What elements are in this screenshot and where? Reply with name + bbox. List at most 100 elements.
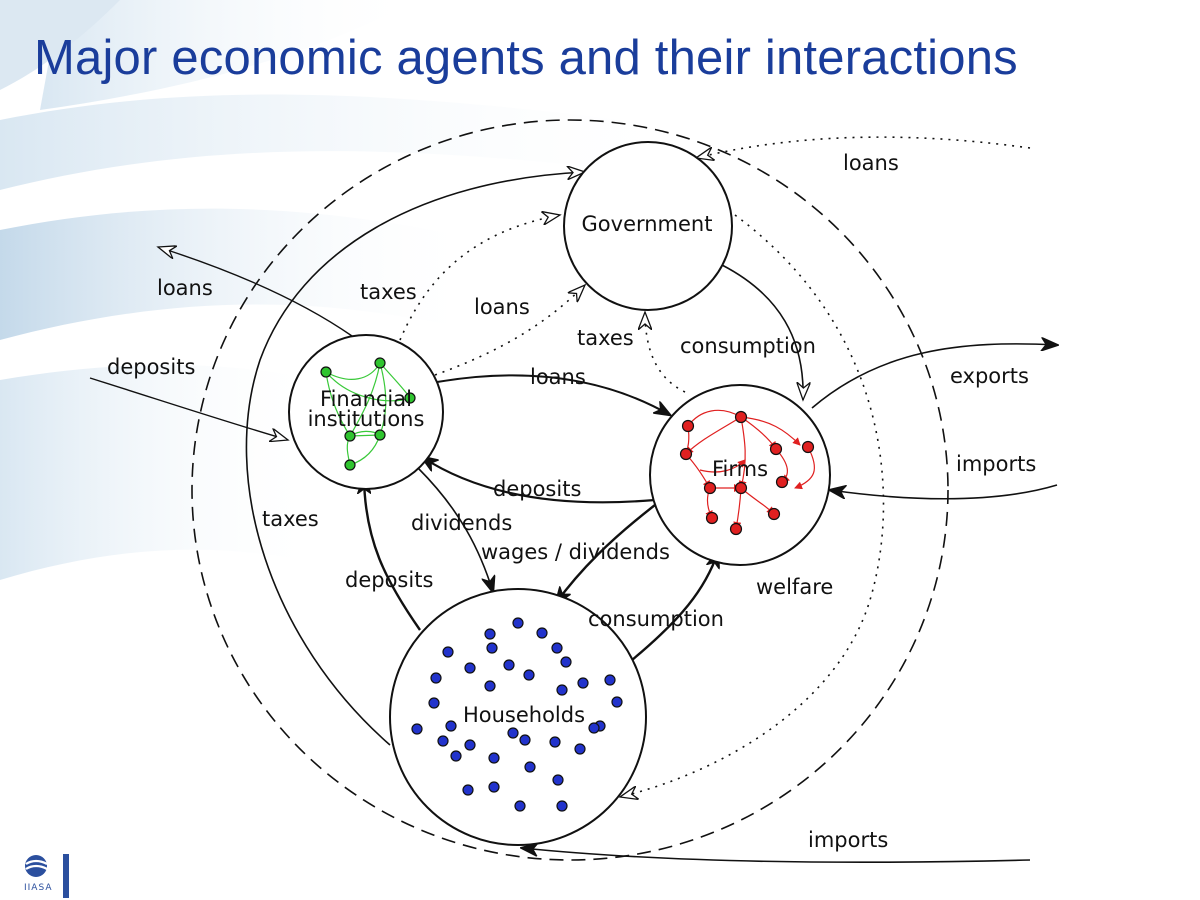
household-agent (442, 646, 454, 658)
firm-agent (767, 507, 781, 521)
financial-agent (374, 429, 386, 441)
household-agent (556, 800, 568, 812)
deposits-left-label: deposits (107, 355, 195, 379)
firm-agent (775, 475, 789, 489)
financial-agent (374, 357, 386, 369)
household-agent (549, 736, 561, 748)
firm-agent (679, 447, 693, 461)
household-agent (536, 627, 548, 639)
iiasa-logo (25, 854, 69, 898)
deposits-households-fin-label: deposits (345, 568, 433, 592)
deposits-households-to-financial (364, 478, 421, 631)
consumption-households-to-firms (631, 552, 718, 661)
household-agent (464, 662, 476, 674)
welfare-label: welfare (756, 575, 833, 599)
household-agent (604, 674, 616, 686)
household-agent (514, 800, 526, 812)
firm-agents (679, 410, 815, 536)
loans-fin-gov-label: loans (474, 295, 530, 319)
household-agent (551, 642, 563, 654)
imports-firms-label: imports (956, 452, 1036, 476)
loans-top-right-label: loans (843, 151, 899, 175)
household-agent (430, 672, 442, 684)
loans-fin-firms-label: loans (530, 365, 586, 389)
household-agent (552, 774, 564, 786)
iiasa-logo-text: IIASA (24, 883, 53, 893)
household-agent (486, 642, 498, 654)
firm-agent (734, 481, 748, 495)
household-agent (464, 739, 476, 751)
exports-firms-to-external (811, 344, 1057, 409)
household-agent (523, 669, 535, 681)
deposits-firms-to-financial (422, 457, 656, 504)
government-node (563, 141, 733, 311)
financial-agent (404, 392, 416, 404)
dividends-financial-to-households (417, 467, 493, 592)
loans-external-to-government (696, 136, 1031, 158)
page-title: Major economic agents and their interact… (34, 31, 1018, 85)
economy-boundary (191, 119, 949, 861)
firm-agent (703, 481, 717, 495)
firms-label: Firms (712, 457, 768, 481)
loans-financial-to-firms (436, 374, 670, 415)
household-agent (428, 697, 440, 709)
taxes-households-gov-label: taxes (262, 507, 319, 531)
household-agent (611, 696, 623, 708)
deposits-external-to-financial (89, 377, 288, 440)
household-agent (450, 750, 462, 762)
financial-agents (320, 357, 416, 471)
wages-dividends-label: wages / dividends (481, 540, 670, 564)
taxes-firms-gov-label: taxes (577, 326, 634, 350)
households-node (389, 588, 647, 846)
household-agent (560, 656, 572, 668)
household-agent (437, 735, 449, 747)
household-agent (556, 684, 568, 696)
dividends-label: dividends (411, 511, 512, 535)
household-agents (411, 617, 623, 812)
imports-external-to-firms (830, 484, 1058, 500)
household-agent (484, 680, 496, 692)
deposits-firms-fin-label: deposits (493, 477, 581, 501)
household-agent (488, 781, 500, 793)
household-agent (512, 617, 524, 629)
taxes-fin-gov-label: taxes (360, 280, 417, 304)
consumption-gov-firms-label: consumption (680, 334, 816, 358)
household-agent (519, 734, 531, 746)
household-agent (484, 628, 496, 640)
financial-institutions-label-line2: institutions (308, 407, 425, 431)
imports-households-label: imports (808, 828, 888, 852)
household-agent (507, 727, 519, 739)
firms-node (649, 384, 831, 566)
loans-financial-to-external (158, 247, 353, 337)
firm-agent (801, 440, 815, 454)
loans-left-label: loans (157, 276, 213, 300)
household-agent (503, 659, 515, 671)
household-agent (488, 752, 500, 764)
households-label: Households (463, 703, 585, 727)
household-agent (574, 743, 586, 755)
taxes-households-to-government (245, 172, 585, 746)
firm-agent (705, 511, 719, 525)
consumption-households-firms-label: consumption (588, 607, 724, 631)
government-label: Government (582, 212, 713, 236)
financial-agent (344, 430, 356, 442)
financial-institutions-label-line1: Financial (320, 387, 412, 411)
firm-agent (769, 442, 783, 456)
wages-dividends-firms-to-households (556, 504, 656, 603)
exports-label: exports (950, 364, 1029, 388)
financial-agent (344, 459, 356, 471)
taxes-firms-to-government (645, 312, 686, 393)
consumption-government-to-firms (721, 264, 803, 400)
firm-agent (681, 419, 695, 433)
welfare-government-to-households (620, 214, 885, 797)
household-agent (445, 720, 457, 732)
firm-agent (734, 410, 748, 424)
imports-external-to-households (522, 848, 1031, 864)
household-agent (588, 722, 600, 734)
household-agent (577, 677, 589, 689)
household-agent (524, 761, 536, 773)
financial-agent (320, 366, 332, 378)
taxes-financial-to-government (399, 215, 560, 341)
